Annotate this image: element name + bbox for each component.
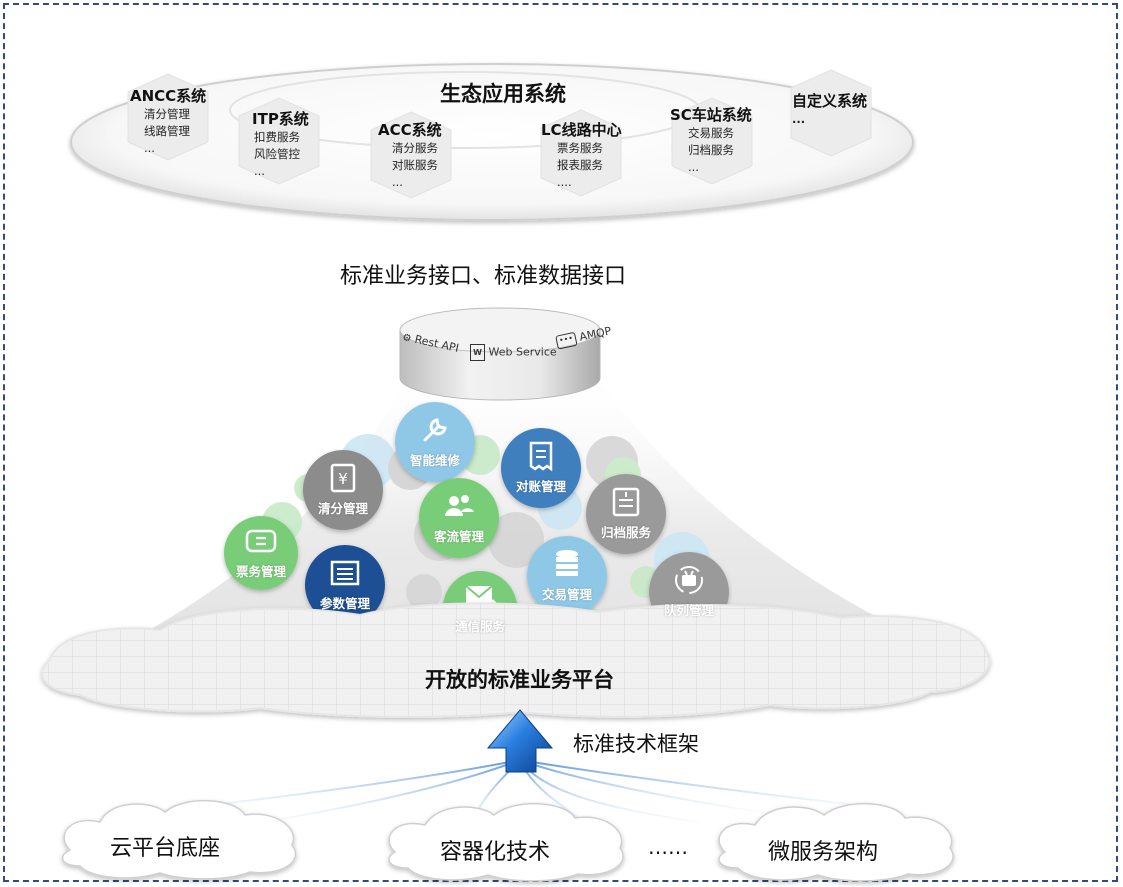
protocol-ws: W Web Service <box>470 344 557 361</box>
cloud-1 <box>61 800 297 880</box>
hex-acc <box>370 111 452 199</box>
system-acc: ACC系统 清分服务 对账服务 ... <box>378 119 442 191</box>
cloud-2 <box>388 803 624 882</box>
protocol-label: Web Service <box>488 345 557 359</box>
service-label: 清分管理 <box>317 501 369 516</box>
foundation-cloud-platform: 云平台底座 <box>110 836 221 861</box>
system-item: ... <box>144 141 155 155</box>
receipt-icon <box>529 441 553 472</box>
framework-label: 标准技术框架 <box>573 732 699 756</box>
people-icon <box>445 495 474 516</box>
system-item: ... <box>688 160 699 174</box>
foundation-container: 容器化技术 <box>440 840 551 865</box>
system-item: ... <box>792 112 806 126</box>
service-label: 对账管理 <box>515 479 567 494</box>
service-circle <box>224 516 298 590</box>
system-item: ... <box>392 175 403 189</box>
system-name: LC线路中心 <box>541 121 622 139</box>
system-item: 交易服务 <box>688 126 734 140</box>
system-item: 归档服务 <box>688 143 734 157</box>
eco-title: 生态应用系统 <box>440 82 566 106</box>
platform-cloud <box>41 602 991 718</box>
service-label: 票务管理 <box>235 564 287 579</box>
web-service-icon: W <box>470 344 485 361</box>
bubble <box>488 512 544 568</box>
list-icon <box>330 560 360 586</box>
system-item: 线路管理 <box>144 124 190 138</box>
protocol-cylinder <box>399 307 601 401</box>
system-item: 风险管控 <box>254 147 300 161</box>
system-custom: 自定义系统 ... <box>792 90 867 128</box>
service-2: ¥ <box>303 450 383 530</box>
svg-text:¥: ¥ <box>338 470 348 488</box>
hex-ancc <box>127 73 209 161</box>
service-label: 交易管理 <box>541 587 593 602</box>
service-0 <box>395 402 475 482</box>
system-name: 自定义系统 <box>792 92 868 110</box>
up-arrow-icon <box>486 709 554 773</box>
hex-lc <box>540 109 622 197</box>
service-circle <box>395 402 475 482</box>
system-item: 报表服务 <box>557 158 603 172</box>
service-4 <box>586 474 666 554</box>
platform-label: 开放的标准业务平台 <box>425 668 614 692</box>
cloud-3 <box>718 803 954 882</box>
clipboard-yen-icon: ¥ <box>330 463 356 493</box>
archive-icon <box>612 487 640 517</box>
bubble <box>406 574 442 610</box>
service-label: 归档服务 <box>600 525 652 540</box>
dashed-frame <box>3 3 1118 882</box>
hex-custom <box>790 69 872 157</box>
hex-sc <box>671 97 753 185</box>
system-ancc: ANCC系统 清分管理 线路管理 ... <box>130 85 206 157</box>
service-3 <box>419 478 499 558</box>
system-item: ... <box>254 164 265 178</box>
queue-icon <box>675 566 703 594</box>
foundation-microservice: 微服务架构 <box>768 840 879 865</box>
system-sc: SC车站系统 交易服务 归档服务 ... <box>670 104 752 176</box>
system-item: 对账服务 <box>392 158 438 172</box>
system-name: ITP系统 <box>252 110 309 128</box>
system-name: ANCC系统 <box>130 87 207 105</box>
ticket-icon <box>245 529 277 553</box>
system-item: 扣费服务 <box>254 130 300 144</box>
system-lc: LC线路中心 票务服务 报表服务 .... <box>541 119 622 191</box>
system-item: .... <box>557 175 572 189</box>
service-circle <box>419 478 499 558</box>
service-7 <box>527 536 607 616</box>
foundation-ellipsis: …… <box>648 835 688 859</box>
service-6 <box>305 545 385 625</box>
system-item: 清分服务 <box>392 141 438 155</box>
system-name: SC车站系统 <box>670 106 752 124</box>
service-label: 参数管理 <box>319 596 371 611</box>
system-item: 票务服务 <box>557 141 603 155</box>
service-1 <box>501 428 581 508</box>
service-label: 通信服务 <box>454 619 506 634</box>
rest-api-icon: ⚙ <box>401 332 413 345</box>
service-label: 队列管理 <box>663 603 715 618</box>
interface-label: 标准业务接口、标准数据接口 <box>340 264 627 289</box>
system-itp: ITP系统 扣费服务 风险管控 ... <box>252 108 309 180</box>
service-label: 客流管理 <box>433 529 485 544</box>
system-item: 清分管理 <box>144 107 190 121</box>
service-5 <box>224 516 298 590</box>
database-icon <box>556 550 578 576</box>
service-label: 智能维修 <box>409 453 461 468</box>
wrench-icon <box>423 418 447 442</box>
hex-itp <box>238 97 320 185</box>
system-name: ACC系统 <box>378 121 442 139</box>
